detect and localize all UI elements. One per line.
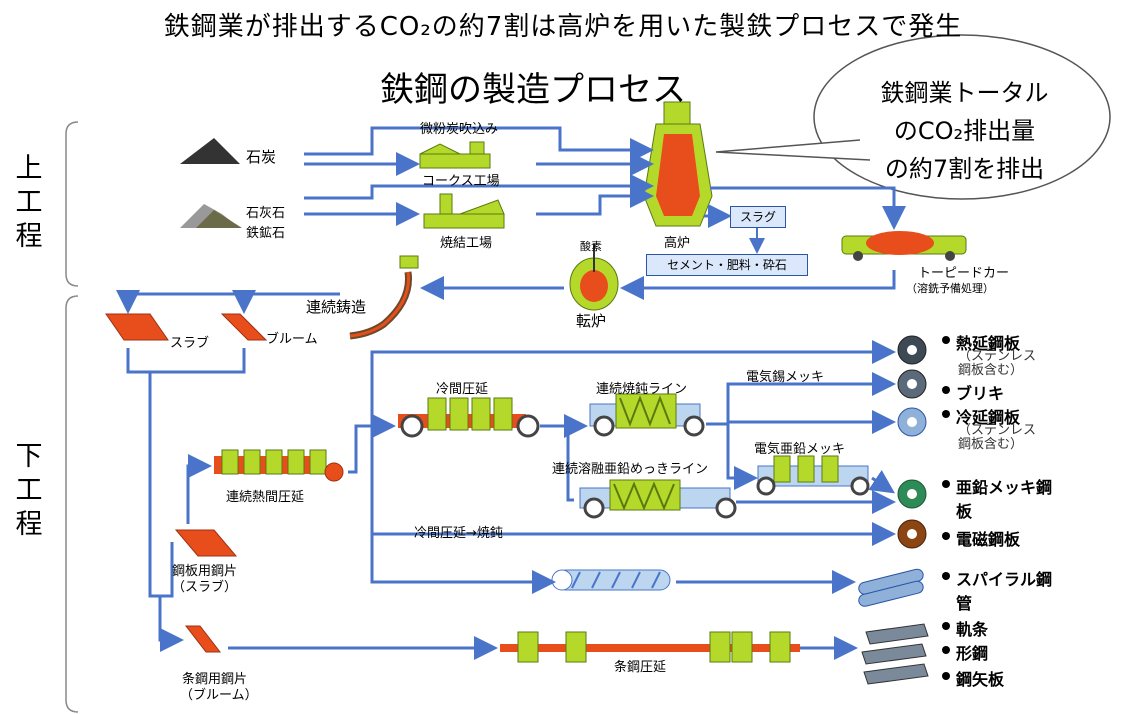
plate-billet-label: 鋼板用鋼片 <box>172 564 238 579</box>
cold-rolling-annealing-label: 冷間圧延→焼鈍 <box>414 526 503 541</box>
coke-plant-icon <box>419 141 491 169</box>
bar-billet-label: 条鋼用鋼片 <box>182 672 248 687</box>
continuous-casting-label: 連続鋳造 <box>306 298 367 316</box>
hot-dip-galvanizing-line-icon <box>579 479 737 519</box>
product-galvanized: 亜鉛メッキ鋼板 <box>956 478 1053 521</box>
sinter-plant-icon <box>423 193 505 229</box>
callout-line-3: の約7割を排出 <box>884 155 1045 183</box>
arrow-to-bar-billet <box>150 594 184 652</box>
callout-text: 鉄鋼業トータル のCO₂排出量 の約7割を排出 <box>862 74 1067 188</box>
arrow-sinter-to-furnace <box>536 184 654 216</box>
arrow-furnace-to-torpedo <box>710 186 906 230</box>
arrow-coal-to-pulverized <box>304 126 654 162</box>
sinter-plant-label: 焼結工場 <box>440 236 493 251</box>
torpedo-note: （溶銑予備処理） <box>906 282 994 295</box>
callout-line-2: のCO₂排出量 <box>893 117 1036 145</box>
coal-pile-icon <box>180 138 240 164</box>
converter-icon <box>569 244 619 311</box>
spiral-pipe-mill-icon <box>551 569 671 591</box>
hot-rolling-label: 連続熱間圧延 <box>226 490 305 505</box>
blast-furnace-icon <box>643 101 713 227</box>
cold-rolling-mill-icon <box>398 397 540 438</box>
arrow-trunk-to-hot-rolled <box>370 340 896 426</box>
converter-label: 転炉 <box>576 312 607 330</box>
line-billet-trunk <box>148 372 174 598</box>
slab-label: スラブ <box>170 336 210 351</box>
oxygen-label: 酸素 <box>580 240 602 253</box>
bar-rolling-stands-icon <box>500 631 800 663</box>
rail-shapes-product-icon <box>861 623 929 685</box>
bloom-icon <box>220 313 268 341</box>
line-slab-bloom-join <box>126 348 246 374</box>
bar-rolling-label: 条鋼圧延 <box>614 660 667 675</box>
plate-billet-icon <box>174 529 238 557</box>
product-hot-rolled-note: （ステンレス鋼板含む） <box>958 349 1037 378</box>
limestone-label: 石灰石 <box>246 206 286 221</box>
product-cold-rolled-note: （ステンレス鋼板含む） <box>958 423 1037 452</box>
product-rail: 軌条 <box>956 620 989 639</box>
coal-label: 石炭 <box>246 148 277 166</box>
upper-stage-bracket <box>65 121 79 287</box>
line-cold-to-galvanizing <box>566 426 574 502</box>
product-sheet-pile: 鋼矢板 <box>956 670 1005 689</box>
arrow-hot-rolling-to-cold <box>348 414 396 474</box>
slag-uses-box: セメント・肥料・砕石 <box>646 254 808 276</box>
lower-stage-bracket <box>65 295 79 713</box>
continuous-casting-icon <box>349 255 419 340</box>
arrow-billet-to-hot-rolling <box>186 454 212 524</box>
product-tinplate: ブリキ <box>956 384 1005 403</box>
bar-billet-icon <box>184 625 222 653</box>
bar-billet-sub: （ブルーム） <box>180 688 258 703</box>
cold-rolling-label: 冷間圧延 <box>436 382 489 397</box>
hot-dip-galvanizing-label: 連続溶融亜鉛めっきライン <box>552 462 709 477</box>
continuous-annealing-label: 連続焼鈍ライン <box>596 382 688 397</box>
arrow-torpedo-to-converter <box>620 270 896 300</box>
arrow-annealing-to-tinplate <box>706 372 896 426</box>
upper-stage-label: 上工程 <box>15 153 43 252</box>
product-cold-rolled: 冷延鋼板 <box>956 408 1021 427</box>
electrogalvanizing-label: 電気亜鉛メッキ <box>754 442 846 457</box>
bloom-label: ブルーム <box>266 332 318 347</box>
electrogalvanizing-line-icon <box>756 455 870 496</box>
torpedo-car-label: トーピードカー <box>918 266 1010 281</box>
callout-line-1: 鉄鋼業トータル <box>880 79 1049 107</box>
electrotinning-label: 電気錫メッキ <box>746 370 825 385</box>
iron-ore-pile-icon <box>196 210 242 228</box>
arrow-ore-to-furnace <box>304 174 654 200</box>
diagram-title: 鉄鋼の製造プロセス <box>380 70 686 110</box>
slab-icon <box>105 313 169 341</box>
continuous-annealing-line-icon <box>589 393 705 437</box>
spiral-pipe-product-icon <box>858 568 924 607</box>
hot-rolling-mill-icon <box>214 449 344 482</box>
headline: 鉄鋼業が排出するCO₂の約7割は高炉を用いた製鉄プロセスで発生 <box>163 12 963 42</box>
plate-billet-sub: （スラブ） <box>172 580 238 595</box>
coke-plant-label: コークス工場 <box>422 174 500 189</box>
blast-furnace-label: 高炉 <box>664 236 691 251</box>
arrow-casting-to-slab <box>116 290 340 314</box>
callout-tail <box>715 139 871 161</box>
iron-ore-label: 鉄鉱石 <box>246 226 286 241</box>
callout-bubble <box>813 34 1111 200</box>
slag-box: スラグ <box>730 206 786 228</box>
arrow-annealing-to-electrogalv <box>726 424 758 490</box>
product-hot-rolled: 熱延鋼板 <box>956 334 1021 353</box>
pulverized-coal-label: 微粉炭吹込み <box>420 122 499 137</box>
product-spiral-pipe: スパイラル鋼管 <box>956 570 1053 613</box>
product-electrical: 電磁鋼板 <box>956 530 1021 549</box>
product-shapes: 形鋼 <box>956 644 989 663</box>
arrow-trunk-to-spiral <box>370 534 556 594</box>
torpedo-car-icon <box>841 231 967 261</box>
lower-stage-label: 下工程 <box>15 441 43 540</box>
arrow-electrogalv-to-galvanized <box>868 470 895 494</box>
